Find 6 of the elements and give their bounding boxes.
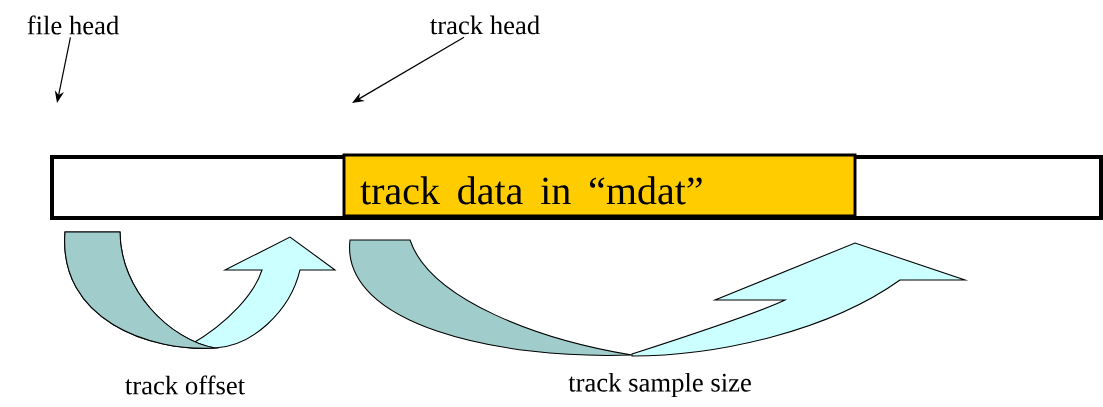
pointer-label: track head	[430, 15, 540, 35]
caption: track offset	[125, 375, 245, 395]
data-segment: track data in “mdat”	[342, 153, 857, 218]
pointer-label: file head	[27, 15, 119, 35]
caption: track sample size	[568, 372, 751, 398]
leader-line	[352, 36, 465, 103]
